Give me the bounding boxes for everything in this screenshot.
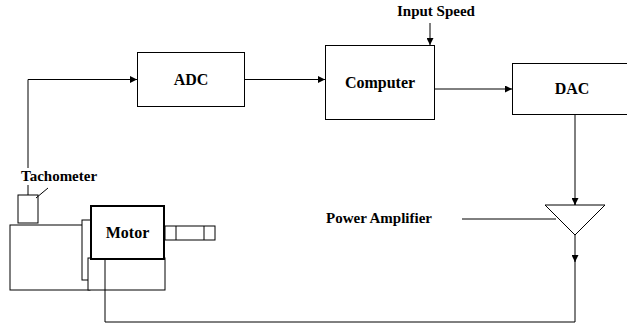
process-box: DAC	[512, 63, 627, 115]
amplifier-symbol	[545, 205, 605, 235]
wire-path	[245, 79, 325, 80]
arrow-head	[575, 198, 576, 205]
box-label: Motor	[106, 224, 150, 242]
leader-line	[462, 219, 556, 220]
leader-line	[36, 188, 48, 198]
wire-path	[435, 89, 512, 90]
box-label: Computer	[345, 74, 415, 92]
part-label: Tachometer	[20, 168, 98, 185]
input-arrow	[430, 23, 431, 45]
process-box: Computer	[325, 45, 435, 120]
signal-wire	[105, 115, 575, 322]
signal-wire	[435, 89, 512, 90]
part-label: Power Amplifier	[325, 210, 433, 227]
part-label: Input Speed	[396, 3, 476, 20]
process-box: ADC	[137, 52, 245, 107]
box-label: ADC	[174, 71, 209, 89]
arrow-head	[575, 255, 576, 262]
wire-path	[105, 115, 575, 322]
signal-wire	[245, 79, 325, 80]
motor-box: Motor	[90, 205, 165, 260]
tachometer-symbol	[18, 195, 38, 223]
box-label: DAC	[555, 80, 590, 98]
